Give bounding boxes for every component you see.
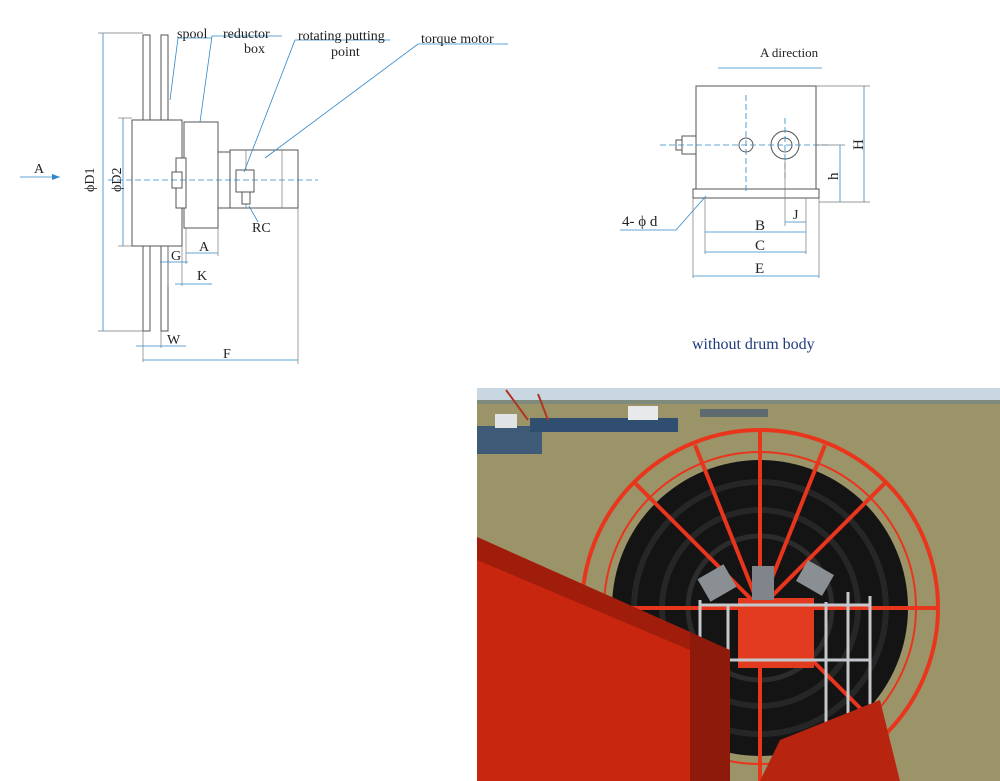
dim-g-label: G	[171, 249, 181, 264]
reductor-label: reductor	[223, 27, 270, 42]
view-caption: without drum body	[692, 336, 815, 353]
reductor-box-shape	[183, 121, 219, 229]
box-label: box	[244, 42, 265, 57]
dim-w-label: W	[167, 333, 181, 348]
dim-h-lower-label: h	[826, 172, 842, 180]
motor-gearbox	[738, 598, 814, 668]
dim-f-label: F	[223, 347, 231, 362]
dim-d2-label: ϕD2	[110, 168, 125, 192]
base-plate	[692, 188, 820, 199]
rotating-putting-label: rotating putting	[298, 29, 385, 44]
cable-reel-photo	[477, 388, 1000, 781]
a-direction-title: A direction	[760, 45, 819, 60]
spool-label: spool	[177, 27, 207, 42]
view-a-label: A	[34, 162, 45, 177]
dim-j-label: J	[793, 208, 799, 223]
rotating-point-box	[235, 169, 255, 193]
dim-e-label: E	[755, 261, 764, 277]
dim-k-label: K	[197, 269, 207, 284]
rc-connector	[241, 191, 251, 205]
a-direction-drawing	[620, 67, 870, 278]
gearbox-front	[695, 85, 817, 190]
point-label: point	[331, 45, 360, 60]
boom-frame	[477, 537, 690, 781]
hole-label: 4- ϕ d	[622, 214, 658, 230]
side-view-drawing	[20, 32, 508, 364]
dim-h-upper-label: H	[851, 139, 867, 150]
dim-b-label: B	[755, 218, 765, 234]
rc-label: RC	[252, 221, 271, 236]
dim-a-label: A	[199, 240, 210, 255]
dim-d1-label: ϕD1	[83, 168, 98, 192]
dim-c-label: C	[755, 238, 765, 254]
torque-motor-label: torque motor	[421, 32, 494, 47]
